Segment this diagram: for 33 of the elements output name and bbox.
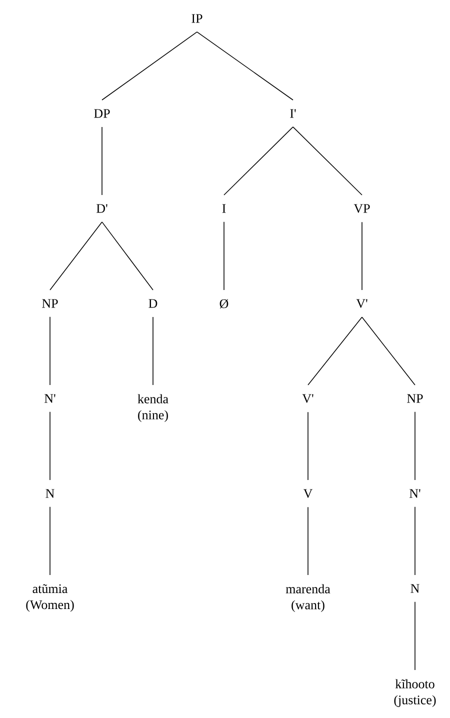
branch-line: [362, 316, 416, 386]
branch-line: [102, 32, 198, 100]
tree-label: V': [356, 299, 368, 308]
tree-label: V: [303, 489, 313, 498]
tree-label: NP: [407, 394, 423, 403]
tree-label: N': [410, 489, 420, 498]
branch-line: [50, 222, 102, 290]
tree-label: DP: [94, 109, 110, 118]
branch-line: [292, 126, 362, 196]
branch-line: [102, 222, 154, 290]
tree-label: I': [290, 109, 296, 118]
tree-label: kenda (nine): [138, 394, 168, 422]
tree-label: V': [302, 394, 314, 403]
tree-label: N': [44, 394, 56, 403]
tree-label: atũmia (Women): [26, 584, 74, 612]
branch-line: [414, 412, 416, 480]
tree-label: Ø: [220, 299, 228, 308]
tree-label: VP: [354, 204, 370, 213]
tree-label: D': [96, 204, 108, 213]
tree-label: D: [148, 299, 158, 308]
branch-line: [414, 506, 416, 576]
tree-label: I: [222, 204, 226, 213]
tree-label: N: [46, 489, 54, 498]
branch-line: [224, 126, 294, 196]
branch-line: [196, 32, 294, 100]
tree-label: IP: [192, 14, 202, 23]
branch-line: [152, 316, 154, 386]
tree-label: kĩhooto (justice): [394, 679, 436, 707]
branch-line: [308, 316, 362, 386]
tree-label: marenda (want): [286, 584, 330, 612]
tree-label: NP: [42, 299, 58, 308]
tree-label: N: [410, 584, 420, 593]
branch-line: [414, 602, 416, 670]
